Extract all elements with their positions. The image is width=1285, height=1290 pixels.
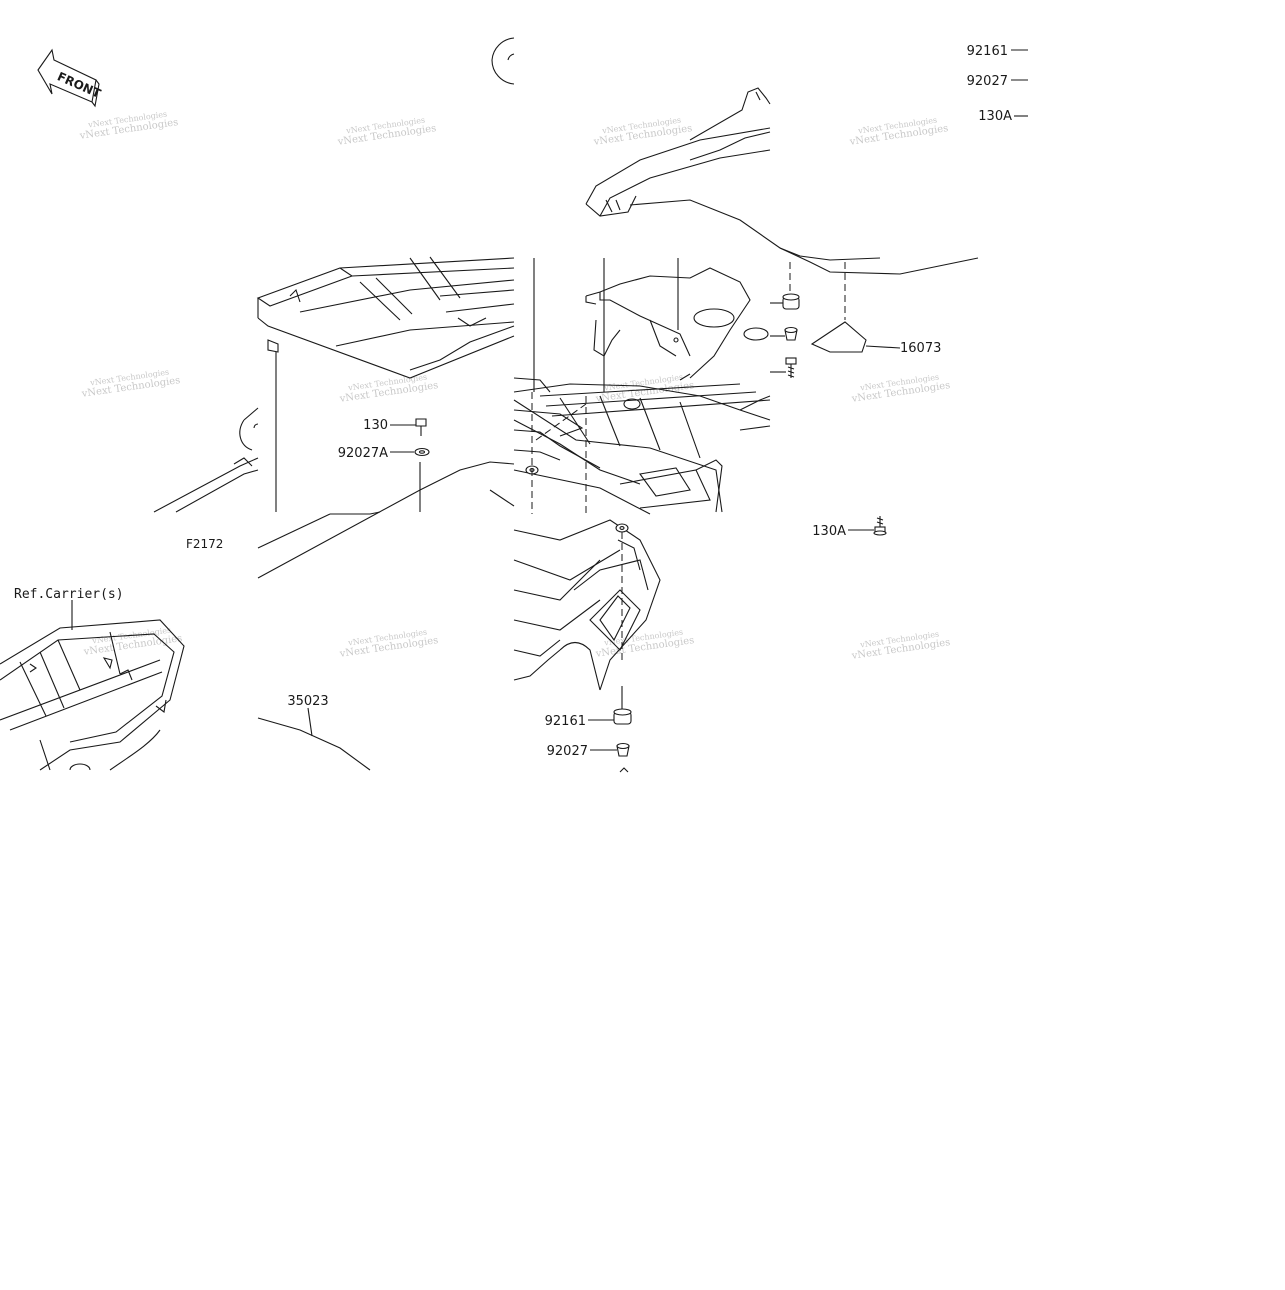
rear-fender-left-drawing <box>257 461 515 771</box>
label-130: 130 <box>363 418 388 433</box>
label-130A-top: 130A <box>978 109 1012 124</box>
label-92027A: 92027A <box>338 446 388 461</box>
part-labels: 92161 92027 130A 16073 130 92027A 130A 9… <box>14 44 1028 759</box>
ref-carrier-note: Ref.Carrier(s) <box>14 587 124 602</box>
front-fender-drawing <box>491 37 979 320</box>
rear-fender-center-drawing <box>513 258 771 515</box>
label-92161-bottom: 92161 <box>545 714 586 729</box>
left-frame-drawing <box>153 407 259 513</box>
bottom-fasteners <box>588 708 632 773</box>
rear-carrier-drawing <box>256 256 515 512</box>
guard-plate-16073 <box>810 321 901 353</box>
figure-code: F2172 <box>186 537 223 551</box>
ref-carrier-drawing <box>0 600 185 771</box>
label-92027-top: 92027 <box>967 74 1008 89</box>
front-arrow-icon: FRONT <box>37 48 104 108</box>
rear-fender-lower-drawing <box>513 519 661 710</box>
label-35023: 35023 <box>287 694 328 709</box>
label-92027-bottom: 92027 <box>547 744 588 759</box>
top-fasteners <box>743 293 800 378</box>
label-16073: 16073 <box>900 341 941 356</box>
label-92161-top: 92161 <box>967 44 1008 59</box>
bolt-130A-mid <box>848 516 887 536</box>
bolt-130-and-washer <box>390 418 430 457</box>
label-130A-mid: 130A <box>812 524 846 539</box>
